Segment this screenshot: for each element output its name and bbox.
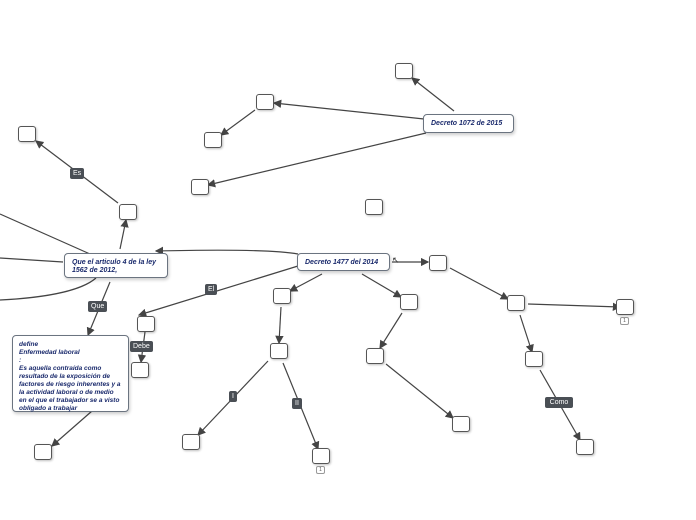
label-es[interactable]: Es — [70, 168, 85, 179]
empty-node[interactable] — [137, 316, 155, 332]
empty-node[interactable] — [119, 204, 137, 220]
empty-node[interactable] — [525, 351, 543, 367]
empty-node[interactable] — [256, 94, 274, 110]
empty-node[interactable] — [18, 126, 36, 142]
empty-node[interactable] — [616, 299, 634, 315]
node-decreto-1072[interactable]: Decreto 1072 de 2015 — [423, 114, 514, 133]
label-que[interactable]: Que — [88, 301, 108, 312]
label-como[interactable]: Como — [545, 397, 573, 408]
label-el[interactable]: El — [205, 284, 218, 295]
node-decreto-1477[interactable]: Decreto 1477 del 2014 — [297, 253, 390, 271]
label-i[interactable]: I — [229, 391, 237, 402]
node-decreto-1477-text: Decreto 1477 del 2014 — [305, 259, 379, 266]
define-line-4: Es aquella contraída como resultado de l… — [19, 365, 121, 412]
empty-node[interactable] — [131, 362, 149, 378]
define-line-2: Enfermedad laboral — [19, 349, 80, 356]
empty-node[interactable] — [365, 199, 383, 215]
define-line-1: define — [19, 341, 39, 348]
define-line-3: : — [19, 357, 22, 364]
empty-node[interactable] — [34, 444, 52, 460]
empty-node[interactable] — [312, 448, 330, 464]
empty-node[interactable] — [395, 63, 413, 79]
collapse-marker-icon[interactable]: ↖ — [392, 255, 400, 265]
empty-node[interactable] — [400, 294, 418, 310]
empty-node[interactable] — [191, 179, 209, 195]
empty-node[interactable] — [270, 343, 288, 359]
empty-node[interactable] — [366, 348, 384, 364]
empty-node[interactable] — [429, 255, 447, 271]
empty-node[interactable] — [576, 439, 594, 455]
label-debe[interactable]: Debe — [130, 341, 153, 352]
label-ii[interactable]: II — [292, 398, 302, 409]
node-articulo-4[interactable]: Que el articulo 4 de la ley 1562 de 2012… — [64, 253, 168, 278]
empty-node[interactable] — [507, 295, 525, 311]
empty-node[interactable] — [204, 132, 222, 148]
count-badge[interactable]: 1 — [316, 466, 325, 474]
empty-node[interactable] — [273, 288, 291, 304]
empty-node[interactable] — [182, 434, 200, 450]
count-badge[interactable]: 1 — [620, 317, 629, 325]
node-define-enfermedad[interactable]: define Enfermedad laboral : Es aquella c… — [12, 335, 129, 412]
empty-node[interactable] — [452, 416, 470, 432]
node-articulo-4-text: Que el articulo 4 de la ley 1562 de 2012… — [72, 259, 157, 274]
node-decreto-1072-text: Decreto 1072 de 2015 — [431, 120, 503, 127]
